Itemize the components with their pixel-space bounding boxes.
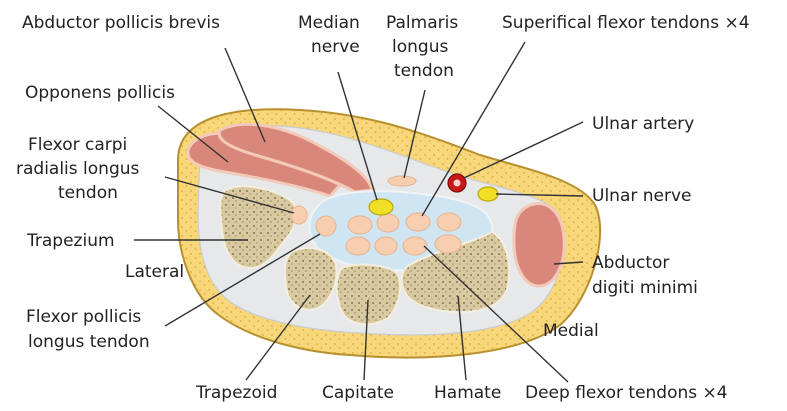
- label-hamate: Hamate: [434, 383, 501, 403]
- ulnar-nerve: [478, 187, 498, 201]
- label-trapezium: Trapezium: [26, 231, 115, 251]
- label-median-nerve-line2: nerve: [311, 37, 360, 57]
- label-trapezoid: Trapezoid: [195, 383, 277, 403]
- deep-flexor-tendon: [435, 235, 461, 253]
- deep-flexor-tendon: [346, 237, 370, 255]
- label-ulnar-nerve: Ulnar nerve: [592, 186, 692, 206]
- median-nerve: [369, 199, 393, 215]
- label-fcr-line3: tendon: [58, 183, 118, 203]
- label-opponens-pollicis: Opponens pollicis: [25, 83, 175, 103]
- deep-flexor-tendon: [403, 237, 427, 255]
- palmaris-longus-tendon: [388, 176, 416, 186]
- superficial-flexor-tendon: [377, 214, 399, 232]
- label-palmaris-line2: longus: [392, 37, 448, 57]
- superficial-flexor-tendon: [437, 213, 461, 231]
- label-lateral: Lateral: [125, 262, 184, 282]
- label-fcr-line2: radialis longus: [16, 159, 140, 179]
- label-fcr-line1: Flexor carpi: [28, 135, 127, 155]
- label-medial: Medial: [543, 321, 599, 341]
- superficial-flexor-tendon: [348, 216, 372, 234]
- flexor-carpi-radialis-tendon: [291, 206, 307, 224]
- label-abductor-pollicis-brevis: Abductor pollicis brevis: [22, 13, 220, 33]
- label-abductor-digiti-line2: digiti minimi: [592, 278, 698, 298]
- superficial-flexor-tendon: [406, 213, 430, 231]
- ulnar-artery-lumen: [454, 180, 461, 187]
- label-ulnar-artery: Ulnar artery: [592, 114, 694, 134]
- capitate-bone: [337, 265, 400, 325]
- label-superficial-flexor-tendons: Superifical flexor tendons ×4: [502, 13, 750, 33]
- label-palmaris-line3: tendon: [394, 61, 454, 81]
- label-abductor-digiti-line1: Abductor: [592, 253, 669, 273]
- deep-flexor-tendon: [375, 237, 397, 255]
- flexor-pollicis-longus-tendon: [316, 216, 336, 236]
- label-palmaris-line1: Palmaris: [386, 13, 458, 33]
- abductor-digiti-minimi-muscle: [514, 204, 564, 286]
- label-deep-flexor-tendons: Deep flexor tendons ×4: [525, 383, 728, 403]
- label-fpl-line1: Flexor pollicis: [26, 307, 141, 327]
- label-median-nerve-line1: Median: [298, 13, 360, 33]
- label-fpl-line2: longus tendon: [28, 332, 150, 352]
- label-capitate: Capitate: [322, 383, 394, 403]
